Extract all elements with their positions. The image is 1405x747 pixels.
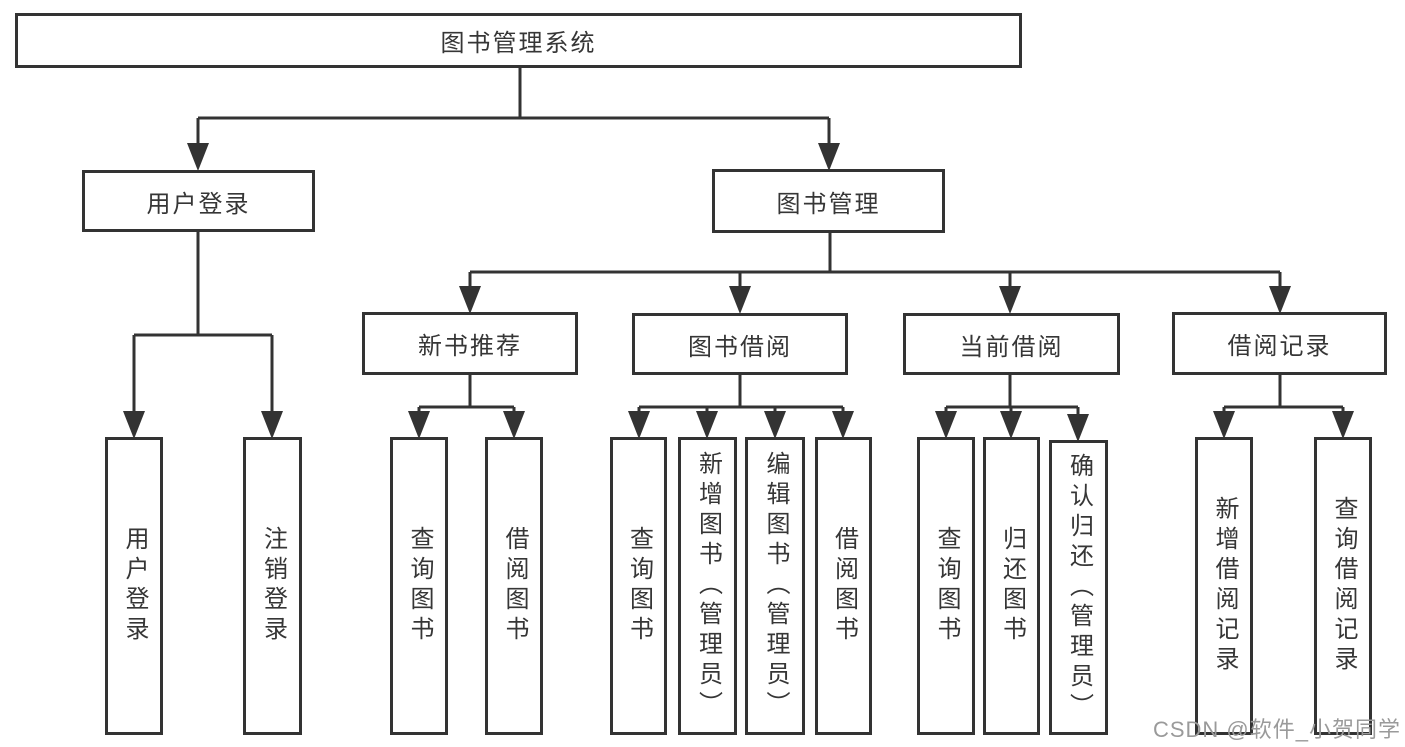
- node-leaf-query-books-current: 查询图书: [917, 437, 975, 735]
- node-leaf-query-borrow-record: 查询借阅记录: [1314, 437, 1372, 735]
- node-label: 当前借阅: [959, 333, 1064, 361]
- node-label: 查询图书: [933, 526, 960, 646]
- node-leaf-confirm-return-admin: 确认归还（管理员）: [1049, 440, 1108, 735]
- node-book-management: 图书管理: [712, 169, 945, 233]
- node-label: 图书管理系统: [440, 30, 597, 57]
- watermark-text: CSDN @软件_小贺同学: [1152, 717, 1401, 742]
- node-label: 编辑图书（管理员）: [762, 451, 789, 721]
- node-leaf-borrow-books-borrowing: 借阅图书: [815, 437, 872, 735]
- node-label: 新增图书（管理员）: [694, 451, 722, 721]
- node-label: 图书管理: [776, 190, 881, 218]
- node-leaf-return-books: 归还图书: [983, 437, 1040, 735]
- node-label: 查询图书: [406, 526, 433, 646]
- node-label: 用户登录: [121, 526, 148, 646]
- node-leaf-query-books-borrowing: 查询图书: [610, 437, 667, 735]
- node-label: 借阅图书: [830, 526, 858, 646]
- node-leaf-edit-book-admin: 编辑图书（管理员）: [745, 437, 805, 735]
- node-leaf-borrow-books-recommend: 借阅图书: [485, 437, 543, 735]
- node-leaf-logout: 注销登录: [243, 437, 302, 735]
- node-label: 注销登录: [259, 526, 287, 646]
- node-leaf-add-book-admin: 新增图书（管理员）: [678, 437, 737, 735]
- node-label: 归还图书: [998, 526, 1026, 646]
- node-label: 借阅记录: [1227, 333, 1332, 360]
- node-label: 用户登录: [146, 190, 251, 218]
- node-label: 新书推荐: [418, 333, 522, 360]
- node-label: 图书借阅: [688, 333, 792, 361]
- node-label: 借阅图书: [501, 526, 528, 646]
- node-label: 确认归还（管理员）: [1065, 452, 1093, 723]
- node-label: 新增借阅记录: [1211, 496, 1238, 676]
- node-user-login: 用户登录: [82, 170, 315, 232]
- node-new-book-recommendation: 新书推荐: [362, 312, 578, 375]
- node-label: 查询图书: [625, 526, 653, 646]
- node-library-management-system: 图书管理系统: [15, 13, 1022, 68]
- node-leaf-user-login: 用户登录: [105, 437, 163, 735]
- node-leaf-add-borrow-record: 新增借阅记录: [1195, 437, 1253, 735]
- node-leaf-query-books-recommend: 查询图书: [390, 437, 448, 735]
- node-borrowing-records: 借阅记录: [1172, 312, 1387, 375]
- node-current-borrowing: 当前借阅: [903, 313, 1120, 375]
- node-label: 查询借阅记录: [1330, 496, 1357, 676]
- node-book-borrowing: 图书借阅: [632, 313, 848, 375]
